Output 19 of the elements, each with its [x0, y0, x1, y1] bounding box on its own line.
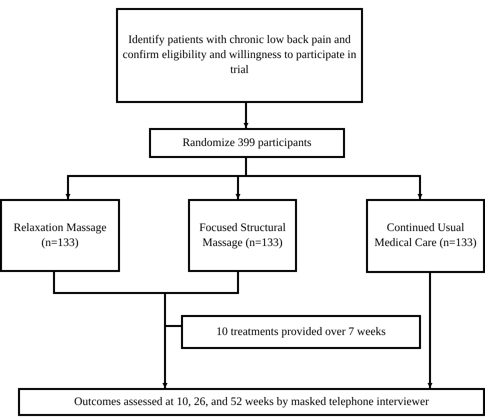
arrow	[428, 273, 432, 388]
box-text: Focused Structural Massage (n=133)	[198, 220, 287, 250]
box-text: Relaxation Massage (n=133)	[12, 220, 108, 250]
box-text: Continued Usual Medical Care (n=133)	[373, 221, 478, 251]
process-box	[0, 199, 120, 272]
process-box	[18, 388, 485, 416]
process-box	[149, 128, 345, 158]
box-text: Randomize 399 participants	[182, 136, 312, 150]
arrow	[244, 103, 248, 128]
process-box	[116, 8, 363, 103]
arrow	[245, 158, 422, 199]
process-box	[188, 199, 297, 272]
box-text: 10 treatments provided over 7 weeks	[216, 324, 386, 340]
process-box	[181, 315, 421, 349]
arrow	[162, 272, 239, 388]
connector-line	[164, 325, 181, 388]
box-text: Identify patients with chronic low back pain and confirm eligibility and willingness to participate in trial	[122, 33, 357, 78]
box-text: Outcomes assessed at 10, 26, and 52 weeks by masked telephone interviewer	[74, 394, 429, 410]
process-box	[366, 199, 485, 273]
